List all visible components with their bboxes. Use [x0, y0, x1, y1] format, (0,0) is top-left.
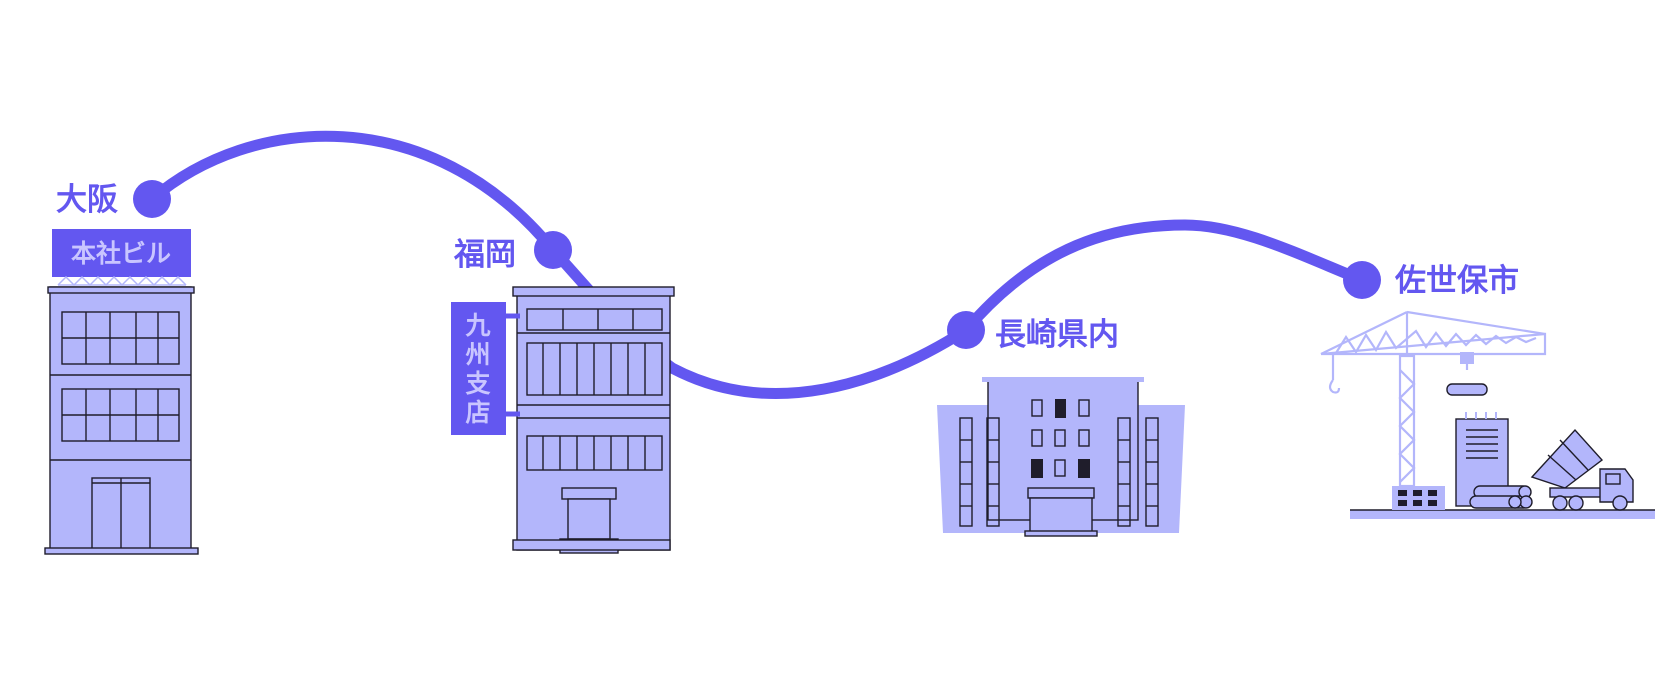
route-node-osaka	[133, 180, 171, 218]
fukuoka-branch-building: 九 州 支 店	[451, 286, 675, 554]
pipes-icon	[1469, 485, 1533, 509]
hq-sign-truss	[57, 275, 187, 287]
location-label-fukuoka: 福岡	[453, 237, 516, 273]
route-line	[146, 130, 1368, 399]
sasebo-construction-site	[1320, 310, 1655, 519]
location-label-osaka: 大阪	[56, 182, 118, 218]
tower-crane-icon	[1320, 310, 1547, 488]
branch-sign-char-1: 九	[464, 311, 490, 340]
dump-truck-icon	[1530, 428, 1634, 511]
hq-sign-board	[52, 229, 191, 277]
branch-sign-char-3: 支	[465, 369, 490, 398]
route-node-sasebo	[1343, 261, 1381, 299]
branch-sign-board	[451, 302, 506, 435]
route-node-fukuoka	[534, 231, 572, 269]
location-label-nagasaki: 長崎県内	[995, 317, 1119, 353]
nagasaki-building	[937, 377, 1185, 537]
osaka-hq-building: 本社ビル	[44, 229, 199, 555]
location-label-sasebo: 佐世保市	[1394, 263, 1519, 299]
route-node-nagasaki	[947, 311, 985, 349]
hq-sign-text: 本社ビル	[71, 239, 171, 268]
branch-sign-char-2: 州	[465, 340, 490, 369]
branch-sign-char-4: 店	[465, 398, 490, 427]
